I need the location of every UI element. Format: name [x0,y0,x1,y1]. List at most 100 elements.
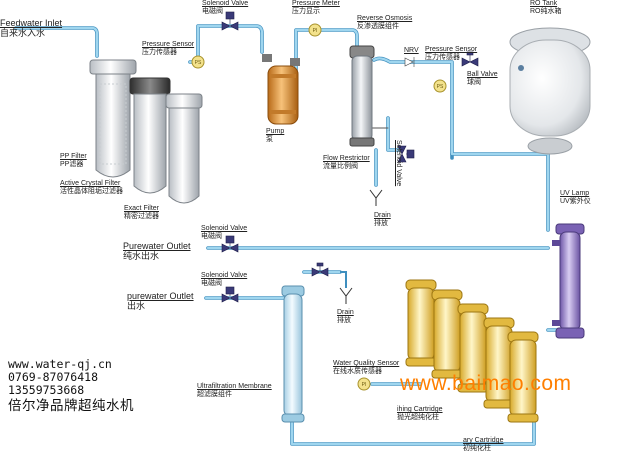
label-flow-restrictor-zh: 流量比例阀 [323,163,358,170]
wqs-text: PI [362,382,367,388]
label-uv-lamp: UV Lamp UV紫外仪 [560,190,591,206]
label-solenoid-valve-top: Solenoid Valve 电磁阀 [202,0,248,16]
label-polishing-cartridge: ihing Cartridge 抛光超纯化柱 [397,406,443,422]
label-pp-filter: PP Filter PP滤器 [60,153,87,169]
pressure-sensor-left-gauge: PS [191,55,205,69]
ps-right-text: PS [437,84,444,90]
label-pressure-sensor-right-en: Pressure Sensor [425,46,478,53]
label-drain-top-en: Drain [374,212,391,219]
contact-website: www.water-qj.cn [8,357,112,371]
label-primary-cartridge-en: ary Cartridge [463,437,504,444]
label-drain-top-zh: 排放 [374,220,388,227]
uv-lamp [552,223,585,339]
pressure-meter-gauge: PI [308,23,322,37]
label-water-quality-sensor: Water Quality Sensor 在线水质传感器 [333,360,399,376]
cartridge-5 [507,331,539,423]
label-exact-filter: Exact Filter 精密过滤器 [124,205,159,221]
solenoid-valve-vertical [397,145,415,163]
label-pressure-sensor-left-zh: 压力传感器 [142,49,177,56]
label-pressure-sensor-left: Pressure Sensor 压力传感器 [142,41,194,57]
watermark: www.baimao.com [400,372,572,395]
label-primary-cartridge-zh: 初纯化柱 [463,445,491,452]
label-purewater-outlet-upper-en: Purewater Outlet [123,241,191,251]
label-reverse-osmosis: Reverse Osmosis 反渗透膜组件 [357,15,412,31]
label-ultrafiltration-membrane: Ultrafiltration Membrane 超滤膜组件 [197,383,272,399]
label-ro-tank: RO Tank RO纯水箱 [530,0,562,16]
label-exact-filter-zh: 精密过滤器 [124,213,159,220]
label-pressure-meter-en: Pressure Meter [292,0,340,7]
label-solenoid-valve-mid: Solenoid Valve 电磁阀 [201,225,247,241]
label-pump-zh: 泵 [266,136,273,143]
label-pump: Pump 泵 [266,128,284,144]
label-primary-cartridge: ary Cartridge 初纯化柱 [463,437,503,453]
label-pp-filter-en: PP Filter [60,153,87,160]
ro-membrane [349,45,375,147]
drain-top-symbol [369,189,383,206]
uf-flush-valve [311,262,329,277]
label-solenoid-valve-top-zh: 电磁阀 [202,8,223,15]
contact-mobile: 13559753668 [8,383,85,397]
label-ro-tank-en: RO Tank [530,0,558,7]
label-uv-lamp-en: UV Lamp [560,190,590,197]
label-feedwater-inlet-zh: 自来水入水 [0,28,46,38]
label-purewater-outlet-lower: purewater Outlet 出水 [127,291,194,311]
label-flow-restrictor: Flow Restrictor 流量比例阀 [323,155,370,171]
label-solenoid-valve-vertical-en: Solenoid Valve [395,140,402,187]
active-crystal-filter-housing [129,77,171,194]
cartridge-1 [405,279,437,367]
label-purewater-outlet-upper: Purewater Outlet 纯水出水 [123,241,191,261]
label-polishing-cartridge-zh: 抛光超纯化柱 [397,414,439,421]
label-reverse-osmosis-zh: 反渗透膜组件 [357,23,399,30]
label-water-quality-sensor-zh: 在线水质传感器 [333,368,382,375]
label-pressure-meter-zh: 压力显示 [292,8,320,15]
solenoid-valve-top [221,11,239,31]
label-pump-en: Pump [266,128,285,135]
label-solenoid-valve-vertical: Solenoid Valve [394,140,402,186]
ro-tank [509,27,591,155]
gauges: PS PI PS PI [191,23,447,391]
pp-filter-housing [89,59,137,178]
contact-phone: 0769-87076418 [8,370,99,384]
label-feedwater-inlet-en: Feedwater Inlet [0,18,63,28]
solenoid-valve-low [221,286,239,303]
label-uv-lamp-zh: UV紫外仪 [560,198,591,205]
solenoid-valve-mid [221,235,239,253]
label-solenoid-valve-top-en: Solenoid Valve [202,0,249,7]
pressure-sensor-right-gauge: PS [433,79,447,93]
label-solenoid-valve-low-en: Solenoid Valve [201,272,248,279]
drain-low-symbol [339,287,353,304]
label-solenoid-valve-mid-zh: 电磁阀 [201,233,222,240]
label-nrv-text: NRV [404,47,419,54]
label-solenoid-valve-low: Solenoid Valve 电磁阀 [201,272,247,288]
pipe-network [14,24,558,446]
cartridge-2 [431,289,463,379]
water-quality-sensor-gauge: PI [357,377,371,391]
nrv-valve [404,57,415,67]
label-ball-valve-zh: 球阀 [467,79,481,86]
label-ro-tank-zh: RO纯水箱 [530,8,562,15]
label-feedwater-inlet: Feedwater Inlet 自来水入水 [0,18,62,38]
ball-valve [461,51,479,67]
label-solenoid-valve-mid-en: Solenoid Valve [201,225,248,232]
label-reverse-osmosis-en: Reverse Osmosis [357,15,413,22]
label-active-crystal-filter: Active Crystal Filter 活性晶体阻垢过滤器 [60,180,123,196]
label-ball-valve: Ball Valve 球阀 [467,71,498,87]
label-purewater-outlet-lower-zh: 出水 [127,301,146,311]
label-water-quality-sensor-en: Water Quality Sensor [333,360,400,367]
label-nrv: NRV [404,47,419,55]
label-pressure-sensor-left-en: Pressure Sensor [142,41,195,48]
label-drain-low-en: Drain [337,309,354,316]
label-ball-valve-en: Ball Valve [467,71,498,78]
polishing-cartridges [405,279,539,423]
exact-filter-housing [165,93,203,204]
label-solenoid-valve-low-zh: 电磁阀 [201,280,222,287]
label-flow-restrictor-en: Flow Restrictor [323,155,370,162]
contact-block: www.water-qj.cn 0769-87076418 1355975366… [8,358,134,415]
label-pressure-meter: Pressure Meter 压力显示 [292,0,340,16]
pm-text: PI [313,28,318,34]
label-drain-low: Drain 排放 [337,309,354,325]
pre-filter-housings [89,59,203,204]
ultrafiltration-membrane [281,285,305,423]
drain-symbols [339,189,383,304]
